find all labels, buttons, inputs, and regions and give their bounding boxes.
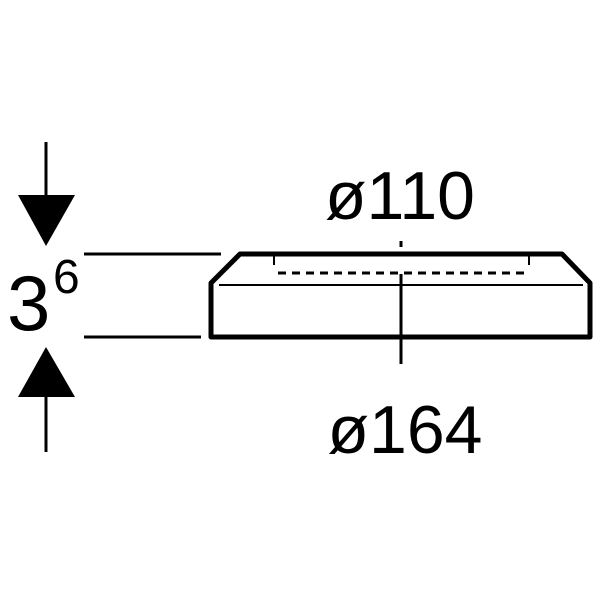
inner-diameter-label: ø110 bbox=[325, 158, 475, 234]
height-arrow-down-icon bbox=[18, 195, 75, 246]
height-arrow-up-icon bbox=[18, 347, 75, 397]
height-label: 3 bbox=[7, 259, 50, 347]
outer-diameter-label: ø164 bbox=[328, 392, 483, 468]
height-label-superscript: 6 bbox=[53, 251, 80, 304]
ring-outline bbox=[208, 251, 593, 340]
